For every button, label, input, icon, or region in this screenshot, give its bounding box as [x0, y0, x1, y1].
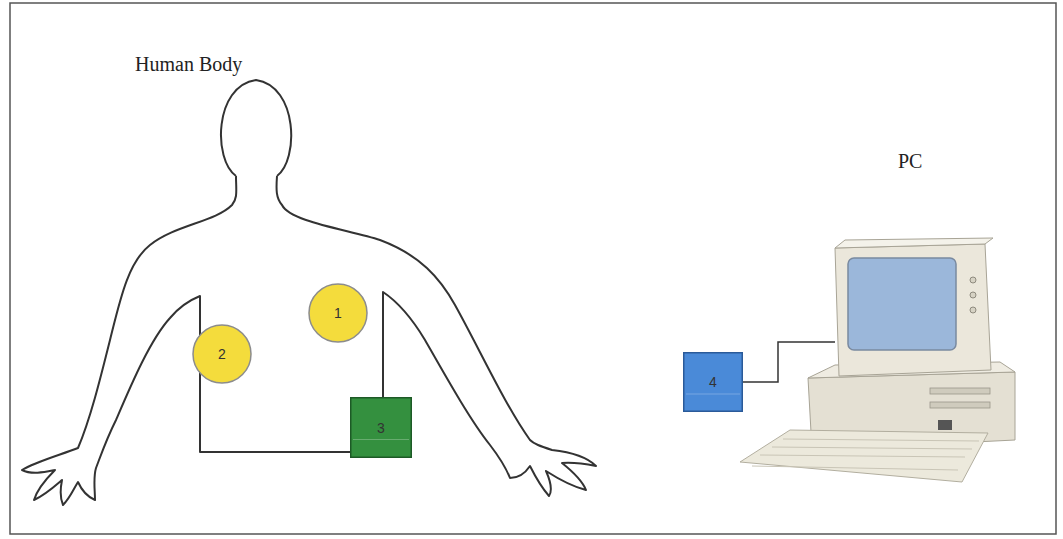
- monitor-button: [970, 307, 976, 313]
- callout-number: 2: [218, 346, 226, 362]
- electrode-circle: [193, 325, 251, 383]
- electrode-circle: 1: [308, 283, 368, 343]
- computer: PC: [835, 140, 995, 380]
- electrode-circle: 2: [192, 324, 252, 384]
- monitor: [835, 238, 993, 376]
- heading-label: PC: [898, 150, 922, 173]
- signal-wire: [743, 342, 835, 382]
- monitor-top: [835, 238, 993, 248]
- electrode-circle: [309, 284, 367, 342]
- monitor-button: [970, 292, 976, 298]
- frame-border: [10, 3, 1056, 534]
- monitor-case: [835, 244, 991, 376]
- module-box: [351, 398, 412, 458]
- body-outline: [22, 80, 596, 505]
- computer-shape: [835, 140, 995, 380]
- keyboard: [740, 430, 988, 482]
- monitor-screen: [848, 258, 956, 350]
- callout-number: 1: [334, 305, 342, 321]
- shine-line: [686, 394, 740, 395]
- receiver-box: 4: [683, 352, 743, 412]
- body-outline-shape: [15, 45, 615, 525]
- shine-line: [353, 439, 409, 440]
- module-box: [684, 353, 743, 412]
- callout-number: 4: [709, 374, 717, 390]
- heading-label: Human Body: [135, 53, 242, 76]
- callout-number: 3: [377, 420, 385, 436]
- monitor-button: [970, 277, 976, 283]
- sensor-box: 3: [350, 397, 412, 458]
- body-outline: 1 2 3 Human Body: [15, 45, 615, 525]
